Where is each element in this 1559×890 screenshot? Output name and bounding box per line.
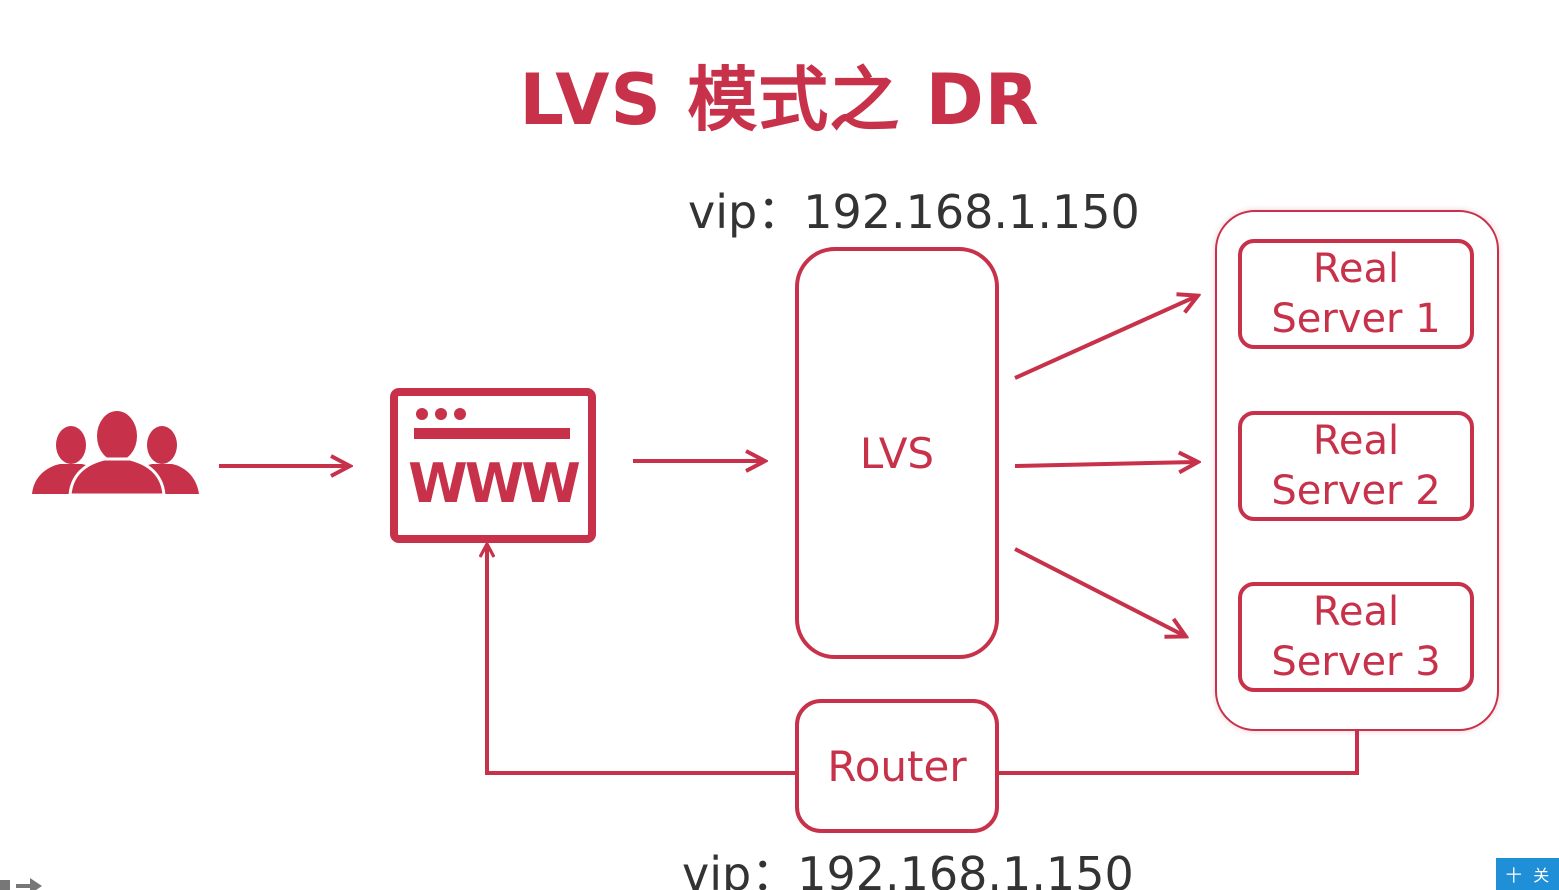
arrow-lvs-to-server-1 xyxy=(1014,296,1197,380)
lvs-node: LVS xyxy=(795,247,999,659)
plus-button[interactable]: 十 xyxy=(1505,866,1522,885)
arrow-router-to-www xyxy=(487,545,795,775)
lvs-label: LVS xyxy=(859,428,935,478)
arrow-lvs-to-server-2 xyxy=(1014,462,1197,466)
users-icon xyxy=(32,411,199,497)
nav-arrow-icon[interactable] xyxy=(0,872,44,890)
server-label-line1: Real xyxy=(1312,589,1400,635)
server-label-line2: Server 2 xyxy=(1271,468,1441,514)
browser-www-icon xyxy=(390,388,596,543)
page-title: LVS 模式之 DR xyxy=(519,59,1040,141)
real-server-1: Real Server 1 xyxy=(1238,239,1474,349)
server-label-line2: Server 3 xyxy=(1271,639,1441,685)
real-server-3: Real Server 3 xyxy=(1238,582,1474,692)
close-button[interactable]: 关 xyxy=(1533,866,1550,885)
real-server-2: Real Server 2 xyxy=(1238,411,1474,521)
router-label: Router xyxy=(827,741,967,791)
vip-label-bottom: vip：192.168.1.150 xyxy=(682,847,1134,890)
server-label-line2: Server 1 xyxy=(1271,296,1441,342)
router-node: Router xyxy=(795,699,999,833)
arrow-lvs-to-server-3 xyxy=(1014,547,1185,636)
vip-label-top: vip：192.168.1.150 xyxy=(688,185,1140,239)
line-servers-to-router xyxy=(999,731,1359,775)
server-label-line1: Real xyxy=(1312,418,1400,464)
server-label-line1: Real xyxy=(1312,246,1400,292)
www-label: WWW xyxy=(408,452,581,515)
corner-control-panel: 十 关 xyxy=(1496,858,1559,890)
